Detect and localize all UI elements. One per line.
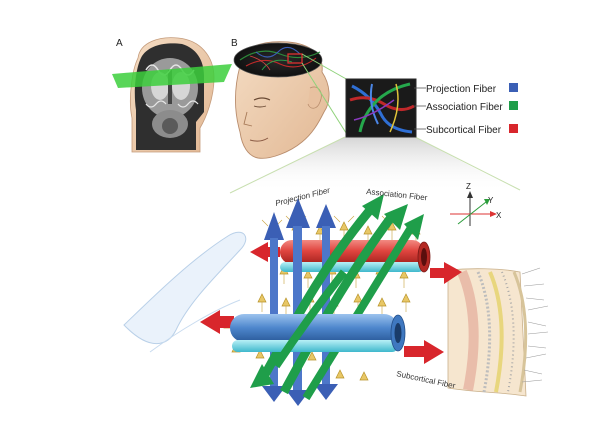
axis-z-label: Z bbox=[466, 182, 471, 191]
legend-item-subcortical-label: Subcortical Fiber bbox=[426, 125, 502, 136]
diagram-subcortical-label: Subcortical Fiber bbox=[396, 369, 457, 390]
projection-fibers bbox=[262, 198, 338, 406]
panel-b: B bbox=[231, 38, 329, 158]
legend-swatch-projection bbox=[509, 83, 518, 92]
axis-x-label: X bbox=[496, 211, 502, 220]
axis-y-label: Y bbox=[488, 196, 494, 205]
brain-coronal-slice-icon bbox=[130, 38, 214, 152]
tractography-zoom-inset-icon bbox=[346, 79, 416, 137]
legend-swatch-subcortical bbox=[509, 124, 518, 133]
panel-a-label: A bbox=[116, 38, 123, 49]
legend-item-association-label: Association Fiber bbox=[426, 102, 503, 113]
head-with-tractography-icon bbox=[234, 42, 329, 159]
panel-a: A bbox=[112, 38, 232, 152]
legend: Projection Fiber Association Fiber Subco… bbox=[426, 83, 518, 136]
panel-b-label: B bbox=[231, 38, 238, 49]
legend-swatch-association bbox=[509, 101, 518, 110]
legend-item-projection-label: Projection Fiber bbox=[426, 84, 497, 95]
